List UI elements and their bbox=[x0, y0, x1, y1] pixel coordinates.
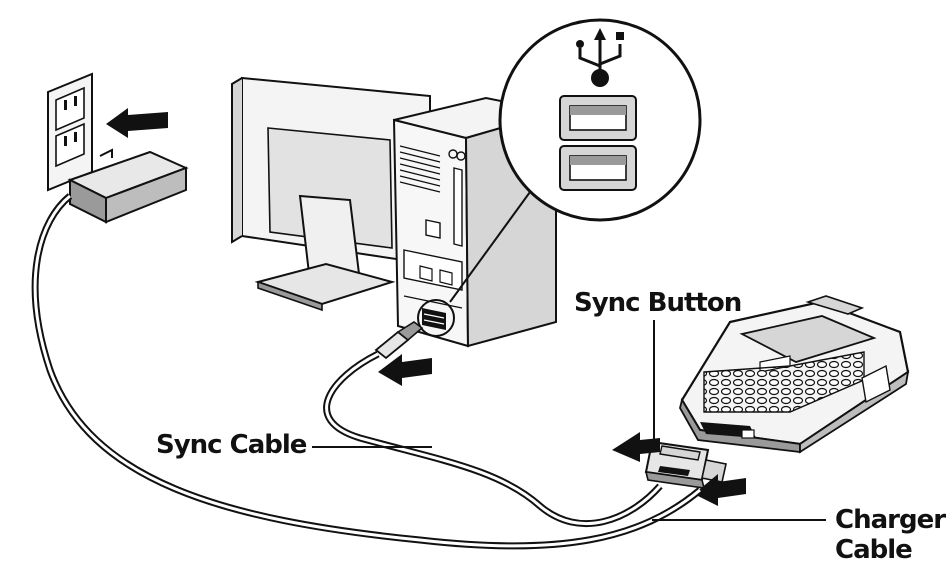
computer-monitor bbox=[231, 76, 431, 312]
usb-plug bbox=[374, 321, 424, 360]
usb-icon bbox=[578, 40, 622, 74]
sync-connector bbox=[644, 440, 727, 489]
ac-adapter bbox=[67, 148, 189, 224]
charger-cable-label-line2: Cable bbox=[835, 535, 913, 565]
usb-plug-arrow bbox=[378, 354, 432, 386]
sync-cable bbox=[323, 350, 663, 528]
handheld-device bbox=[679, 295, 910, 454]
plug-in-arrow bbox=[106, 108, 168, 138]
computer-tower bbox=[392, 96, 557, 348]
usb-port-detail bbox=[498, 18, 702, 222]
sync-button-label: Sync Button bbox=[574, 288, 742, 318]
wall-outlet bbox=[47, 72, 93, 192]
charger-connector-arrow bbox=[694, 474, 746, 506]
sync-connector-arrow bbox=[612, 432, 660, 462]
charger-cable-label: Charger Cable bbox=[835, 505, 946, 565]
sync-cable-label: Sync Cable bbox=[156, 430, 307, 460]
charger-cable-label-line1: Charger bbox=[835, 505, 946, 535]
